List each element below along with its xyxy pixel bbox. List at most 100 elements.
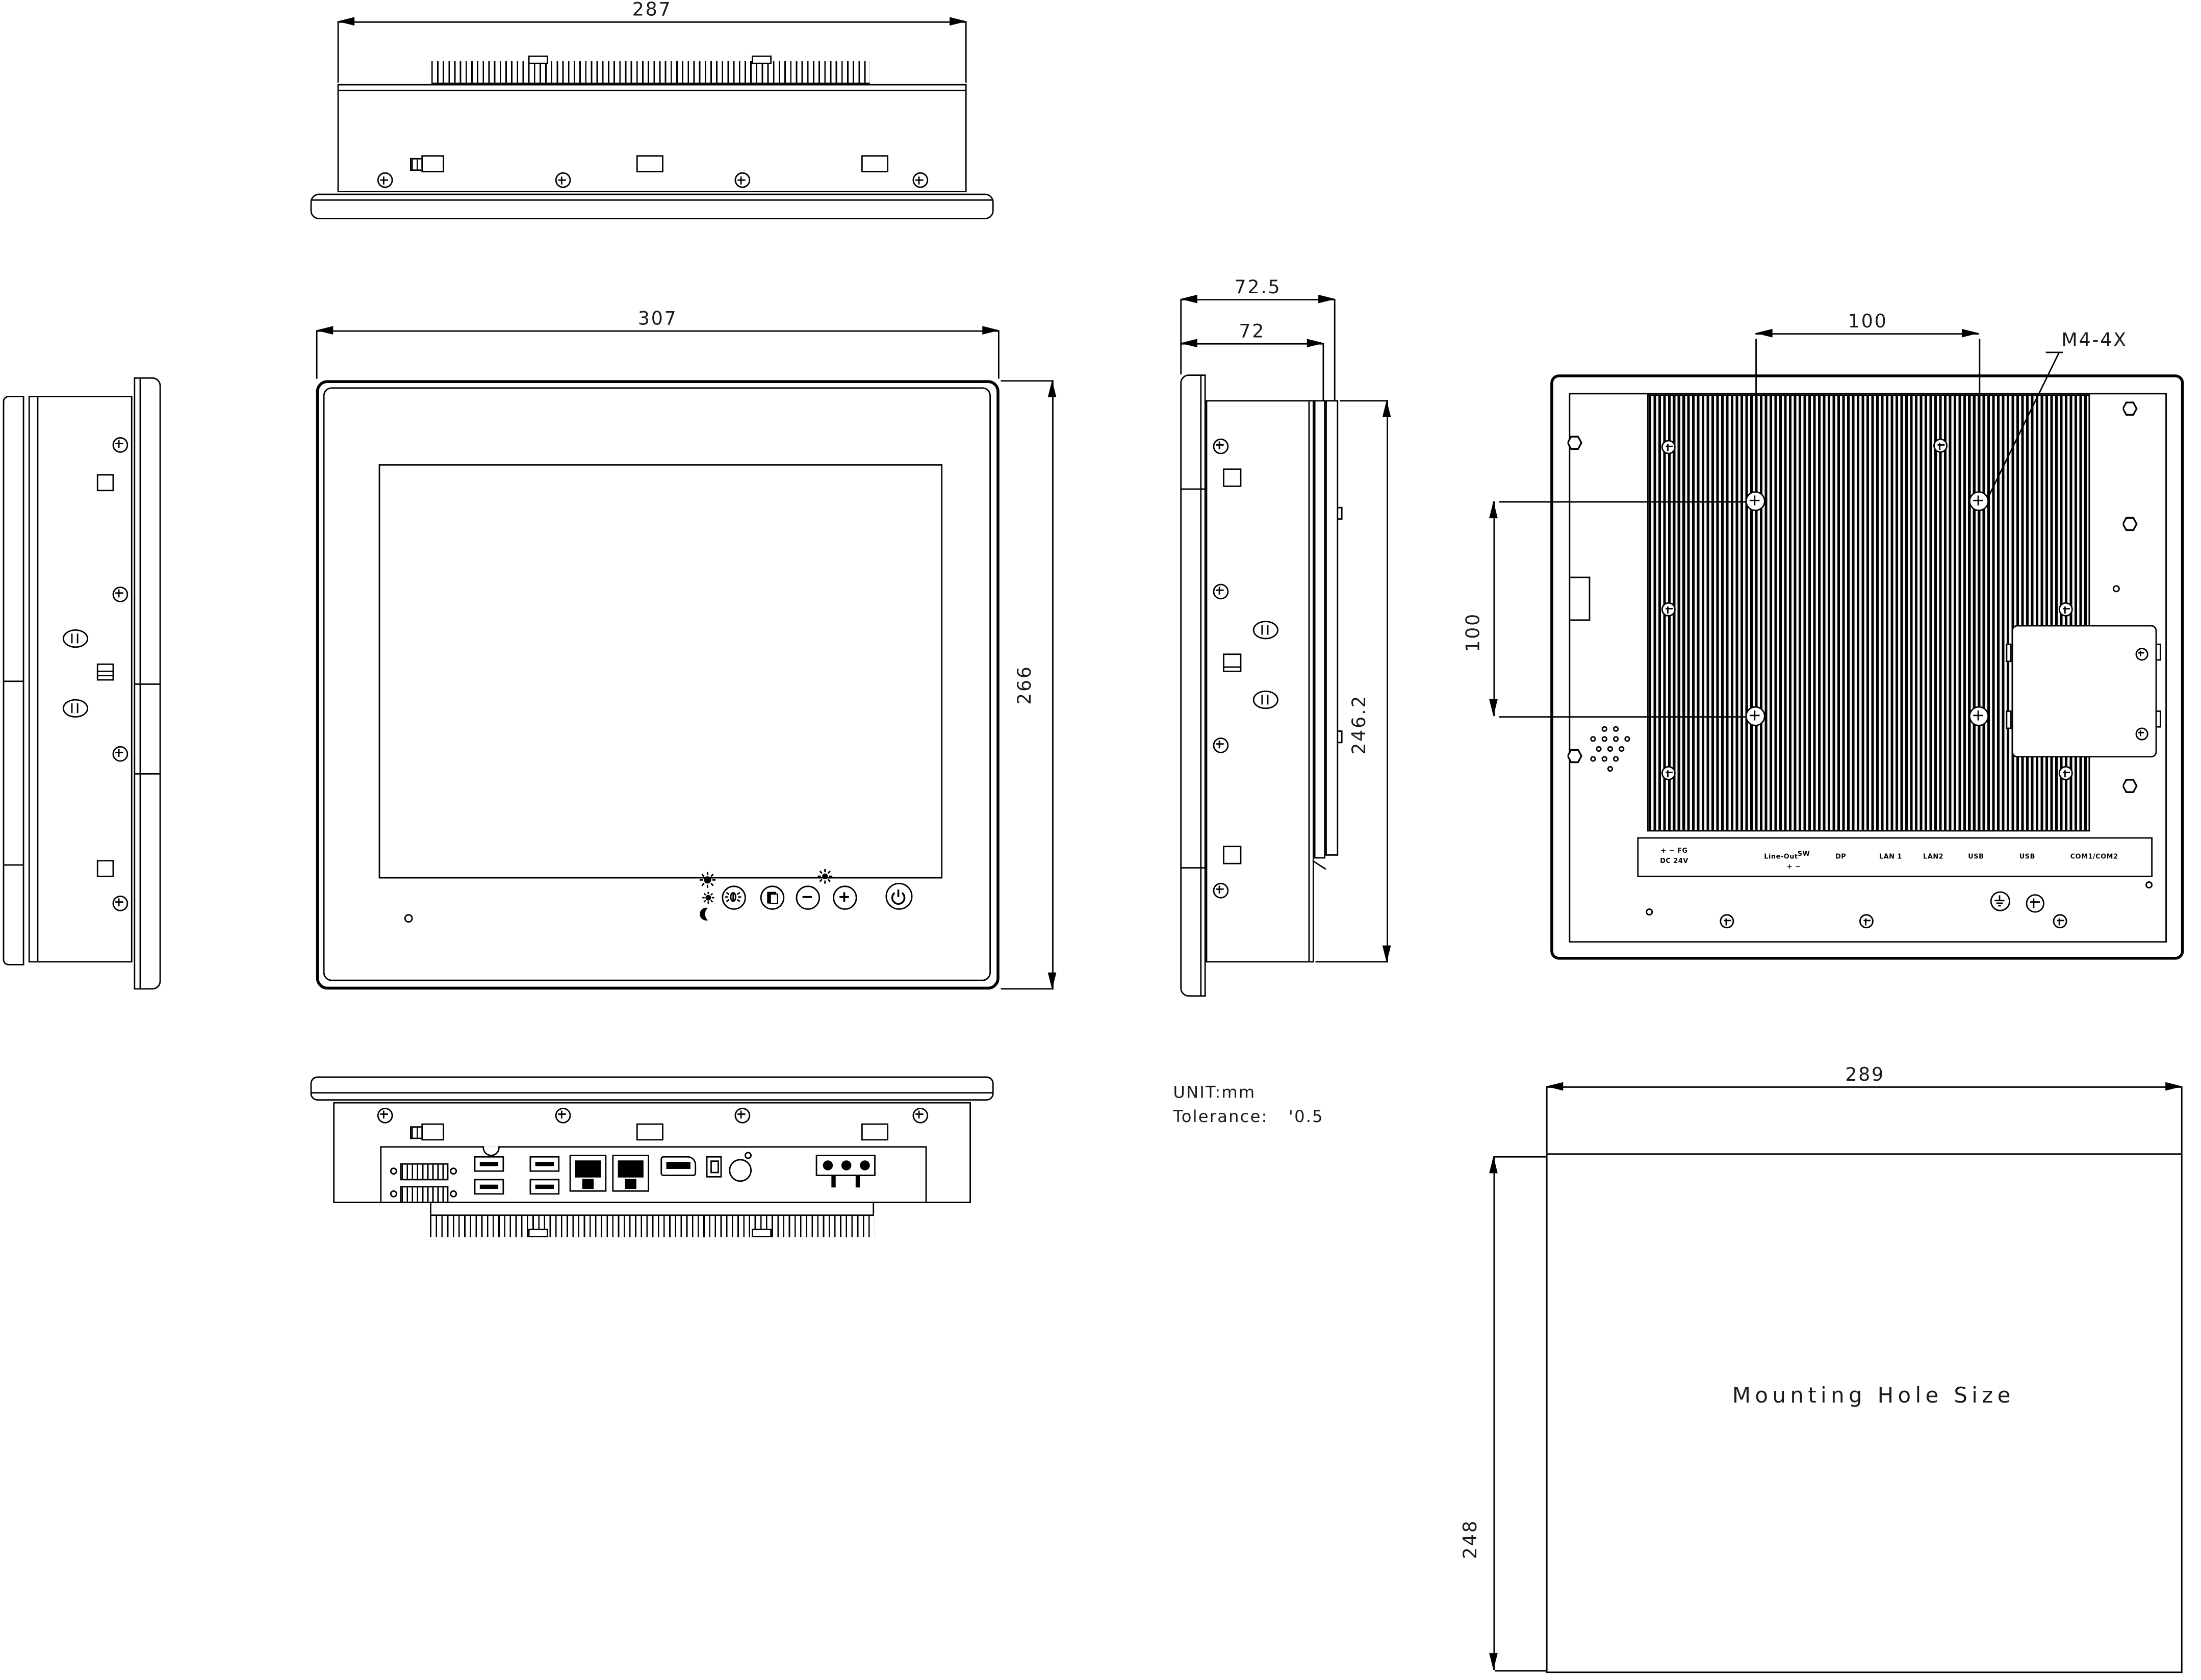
usb-tongue: [479, 1184, 499, 1189]
port-label-sw-polarity: + −: [1786, 863, 1801, 871]
brightness-star-icon: [817, 869, 833, 884]
power-button[interactable]: [885, 882, 912, 910]
hex-bolt-icon: [2122, 517, 2138, 531]
dim-arrow-left-icon: [337, 16, 355, 25]
edge-line: [96, 675, 114, 677]
dim-mount-height: 248: [1461, 1519, 1482, 1559]
terminal-pin: [831, 1176, 836, 1188]
edge-line: [312, 199, 992, 201]
displayport-slot: [666, 1162, 690, 1169]
edge-line: [430, 1203, 431, 1215]
phillips-screw-icon: [554, 1107, 571, 1123]
fin-clip-tab: [752, 55, 772, 64]
dimension-line: [1546, 1086, 2183, 1088]
chassis-outline: [337, 84, 967, 192]
mounting-hole-outline: [1546, 1153, 2183, 1673]
terminal-screw: [390, 1189, 397, 1197]
vesa-screw-hole: [1745, 706, 1765, 726]
terminal-pin-hole: [859, 1159, 869, 1170]
phillips-screw-icon: [1933, 438, 1948, 453]
edge-line: [1223, 666, 1242, 668]
dim-arrow-down-icon: [1488, 1653, 1497, 1670]
step-line: [1589, 576, 1591, 620]
brightness-up-button[interactable]: [832, 885, 857, 909]
com-terminal-block: [400, 1186, 449, 1203]
dimension-line: [1493, 1156, 1495, 1670]
port-label-dc-polarity: + − FG: [1660, 848, 1688, 856]
vesa-screw-hole: [1968, 491, 1989, 512]
dimension-line: [1180, 299, 1336, 301]
break-line: [1180, 867, 1206, 869]
speaker-hole: [1613, 736, 1619, 742]
dim-arrow-up-icon: [1047, 380, 1056, 397]
oval-knockout: [1252, 620, 1278, 639]
usb-tongue: [535, 1162, 554, 1166]
pilot-hole: [2145, 880, 2153, 888]
access-cover-plate: [2011, 625, 2157, 758]
tolerance-note: Tolerance: '0.5: [1173, 1106, 1323, 1126]
edge-line: [873, 1203, 875, 1215]
oval-knockout: [1252, 690, 1278, 708]
auto-brightness-button[interactable]: [721, 885, 746, 909]
speaker-hole: [1590, 736, 1596, 742]
break-line: [3, 680, 24, 682]
dimension-line: [1387, 400, 1388, 963]
phillips-screw-icon: [734, 172, 750, 188]
leader-tick: [2045, 351, 2063, 353]
dimension-line: [1493, 501, 1495, 717]
cover-clip-slot: [2155, 710, 2161, 728]
brightness-down-button[interactable]: [795, 885, 820, 909]
dim-mount-width: 289: [1845, 1065, 1885, 1087]
dim-arrow-down-icon: [1381, 945, 1391, 963]
heatsink-fin-edge: [431, 61, 870, 84]
moon-icon: [699, 907, 713, 921]
extension-line: [1499, 716, 1747, 718]
heatsink-fin-edge: [430, 1214, 875, 1237]
phillips-screw-icon: [734, 1107, 750, 1123]
oval-knockout: [62, 698, 89, 717]
port-label-com: COM1/COM2: [2070, 854, 2118, 861]
rear-cover-profile: [1325, 400, 1339, 856]
step-line: [1570, 619, 1591, 621]
port-label-dc: DC 24V: [1660, 857, 1688, 865]
terminal-screw: [390, 1166, 397, 1174]
dim-arrow-left-icon: [1755, 328, 1773, 337]
extension-line: [1322, 344, 1324, 400]
speaker-hole: [1596, 746, 1602, 752]
cutout-square: [1223, 846, 1242, 864]
chassis-side-outline: [1206, 400, 1314, 963]
extension-line: [1546, 1087, 1548, 1154]
terminal-pin-hole: [822, 1159, 832, 1170]
cutout-square: [636, 155, 663, 172]
lan-latch: [625, 1179, 636, 1189]
tolerance-value: '0.5: [1289, 1106, 1324, 1127]
sun-small-icon: [702, 892, 714, 904]
cover-clip-slot: [2155, 643, 2161, 661]
phillips-screw-icon: [376, 172, 393, 188]
vesa-screw-hole: [1968, 706, 1989, 726]
dim-arrow-down-icon: [1488, 699, 1497, 717]
terminal-screw: [450, 1189, 457, 1197]
front-bezel-edge: [310, 1076, 994, 1101]
vesa-screw-hole: [1745, 491, 1765, 512]
sun-large-icon: [699, 872, 716, 889]
edge-line: [96, 670, 114, 672]
extension-line: [1001, 988, 1053, 990]
menu-button[interactable]: [759, 885, 784, 909]
lcd-screen: [378, 464, 943, 879]
terminal-pin-hole: [840, 1159, 851, 1170]
break-line: [3, 864, 24, 866]
extension-line: [1495, 1670, 1546, 1672]
mounting-hole-label: Mounting Hole Size: [1732, 1382, 2015, 1408]
phillips-screw-icon: [376, 1107, 393, 1123]
dim-vesa-vertical: 100: [1463, 612, 1485, 652]
dim-arrow-right-icon: [1961, 328, 1979, 337]
extension-line: [316, 332, 318, 379]
lan-pins: [575, 1160, 601, 1178]
dim-depth-overall: 72.5: [1234, 277, 1282, 299]
unit-note: UNIT:mm: [1173, 1082, 1256, 1102]
port-label-sw: SW: [1797, 851, 1810, 858]
dim-arrow-right-icon: [950, 16, 967, 25]
dim-arrow-left-icon: [316, 325, 334, 334]
